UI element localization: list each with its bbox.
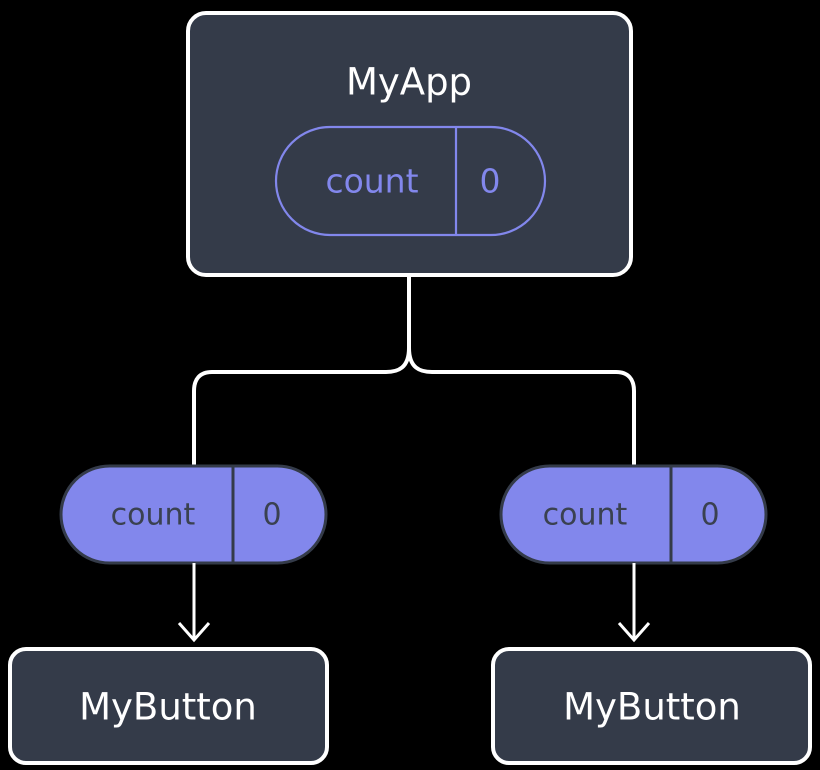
node-mybutton-right[interactable]: MyButton xyxy=(491,647,812,765)
arrow-left-head-icon xyxy=(177,622,211,643)
left-state-value: 0 xyxy=(262,498,281,533)
myapp-label: MyApp xyxy=(346,61,472,104)
right-state-value: 0 xyxy=(700,498,719,533)
mybutton-left-label: MyButton xyxy=(79,686,257,729)
node-myapp[interactable]: MyApp count 0 xyxy=(186,11,633,277)
myapp-state-pill-outline[interactable] xyxy=(274,125,547,237)
node-mybutton-left[interactable]: MyButton xyxy=(8,647,329,765)
myapp-state-value: 0 xyxy=(480,162,501,201)
myapp-state-pill[interactable]: count 0 xyxy=(274,125,547,237)
myapp-box[interactable] xyxy=(186,11,633,277)
state-pill-right[interactable]: count 0 xyxy=(499,464,768,565)
state-pill-left[interactable]: count 0 xyxy=(59,464,328,565)
edge-myapp-to-right-state xyxy=(407,347,636,470)
edge-myapp-to-left-state xyxy=(192,347,411,470)
myapp-state-key: count xyxy=(325,162,418,201)
arrow-right-head-icon xyxy=(617,622,651,643)
mybutton-right-box[interactable] xyxy=(491,647,812,765)
mybutton-left-box[interactable] xyxy=(8,647,329,765)
edge-group xyxy=(192,275,636,470)
mybutton-right-label: MyButton xyxy=(563,686,741,729)
right-state-pill-body[interactable] xyxy=(499,464,768,565)
left-state-key: count xyxy=(111,498,196,533)
right-state-key: count xyxy=(543,498,628,533)
arrow-group xyxy=(177,563,651,643)
